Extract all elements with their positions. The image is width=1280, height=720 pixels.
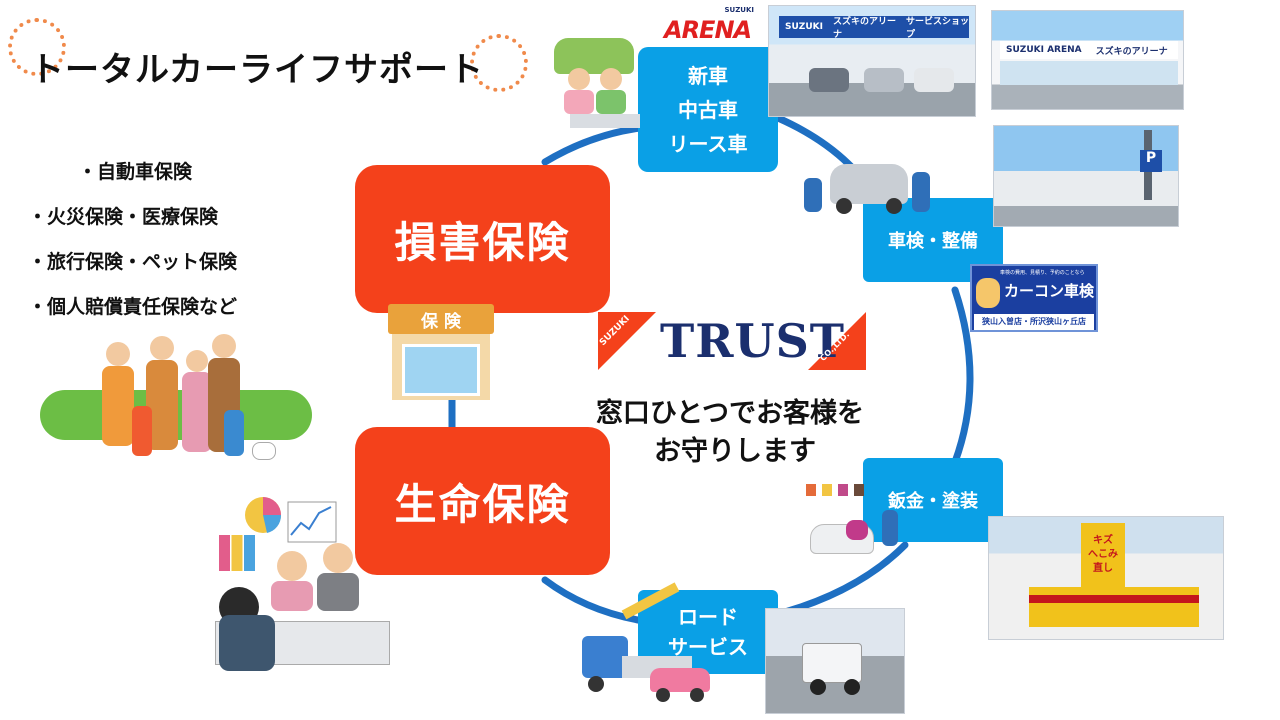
sales-box: 新車 中古車 リース車 — [638, 47, 778, 172]
bodywork-label: 鈑金・塗装 — [888, 491, 978, 512]
dealer-sign-sub: サービスショップ — [905, 17, 969, 40]
insurance-shop-sign: 保 険 — [421, 311, 461, 332]
road-service-line2: サービス — [668, 635, 748, 659]
pie-chart-icon — [245, 497, 282, 533]
center-message: 窓口ひとつでお客様を お守りします — [560, 395, 900, 471]
tow-truck-illustration — [572, 582, 732, 706]
body-shop-photo: キズ へこみ 直し — [988, 516, 1224, 640]
title-deco-right — [470, 34, 528, 92]
sales-new-car: 新車 — [688, 63, 728, 88]
road-service-line1: ロード — [678, 605, 738, 629]
arena-logo-small: SUZUKI — [724, 6, 754, 14]
arena-logo-brand: ARENA — [664, 16, 752, 44]
kids-sign-2: へこみ — [1088, 549, 1118, 560]
dealer-sign-brand: SUZUKI — [785, 22, 823, 32]
tow-truck-photo — [765, 608, 905, 714]
insurance-item: ・個人賠償責任保険など — [28, 296, 238, 318]
family-illustration — [40, 330, 312, 480]
service-shop-photo: P — [993, 125, 1179, 227]
center-message-line2: お守りします — [654, 436, 816, 467]
paint-illustration — [800, 480, 910, 564]
carcon-sign-bottom: 狭山入曽店・所沢狭山ヶ丘店 — [974, 314, 1094, 330]
carcon-sign-main: カーコン車検 — [1004, 282, 1095, 300]
sales-used-car: 中古車 — [678, 97, 738, 122]
insurance-list: ・自動車保険 ・火災保険・医療保険 ・旅行保険・ペット保険 ・個人賠償責任保険な… — [28, 150, 237, 330]
sales-lease-car: リース車 — [668, 131, 748, 156]
insurance-item: ・火災保険・医療保険 — [28, 206, 219, 228]
carcon-inspection-sign: 車検の費用、見積り、予約のことなら カーコン車検 狭山入曽店・所沢狭山ヶ丘店 — [970, 264, 1098, 332]
inspection-box: 車検・整備 — [863, 198, 1003, 282]
insurance-shop-illustration: 保 険 — [388, 304, 494, 400]
life-insurance-box: 生命保険 — [355, 427, 610, 575]
center-message-line1: 窓口ひとつでお客様を — [595, 398, 865, 429]
ring-arc-top-left — [541, 124, 644, 166]
kids-sign-1: キズ — [1093, 535, 1113, 546]
page-title: トータルカーライフサポート — [30, 50, 484, 90]
dealer-sign-text-2: スズキのアリーナ — [1095, 46, 1168, 57]
inspection-label: 車検・整備 — [888, 231, 978, 252]
title-deco-left — [8, 18, 66, 76]
dealer-photo-2: SUZUKI ARENA スズキのアリーナ — [991, 10, 1184, 110]
dealer-sign-text: スズキのアリーナ — [832, 17, 896, 40]
line-chart-icon — [287, 501, 337, 543]
trust-logo: SUZUKI TRUST CO.,LTD. — [598, 312, 866, 374]
dealer-photo-1: SUZUKI スズキのアリーナ サービスショップ — [768, 5, 976, 117]
insurance-item: ・自動車保険 — [78, 161, 193, 183]
non-life-insurance-box: 損害保険 — [355, 165, 610, 313]
car-sales-illustration — [540, 34, 650, 144]
consultation-illustration — [215, 495, 390, 675]
dealer-sign-brand-2: SUZUKI ARENA — [1006, 45, 1082, 55]
mechanics-illustration — [800, 152, 940, 222]
kids-sign-3: 直し — [1093, 563, 1113, 574]
arena-logo: SUZUKI ARENA — [660, 6, 760, 46]
carcon-sign-top: 車検の費用、見積り、予約のことなら — [1000, 270, 1085, 276]
insurance-item: ・旅行保険・ペット保険 — [28, 251, 238, 273]
ring-arc-right — [951, 286, 974, 466]
ring-arc-bottom-right — [781, 541, 909, 616]
trust-wordmark: TRUST — [660, 314, 846, 368]
